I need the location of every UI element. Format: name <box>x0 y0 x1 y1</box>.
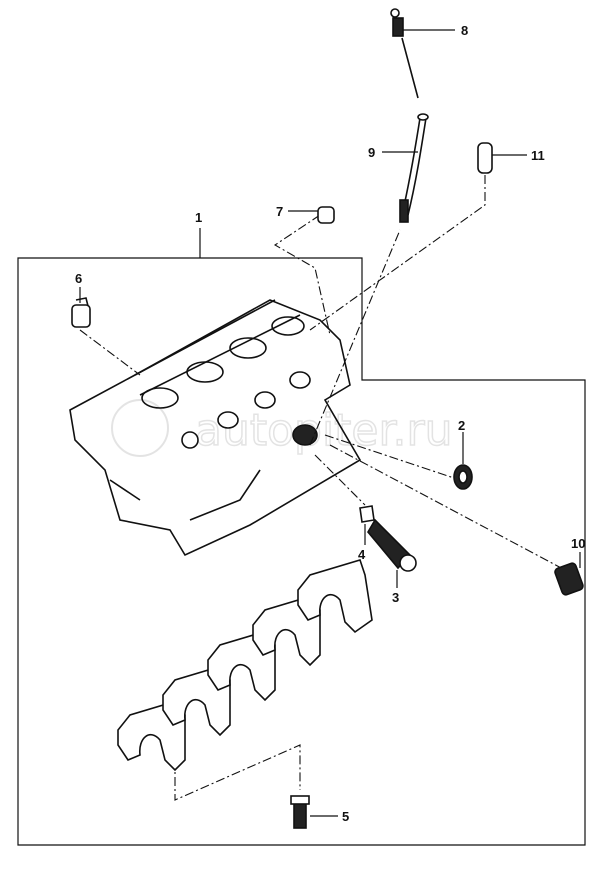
part-11-pin <box>477 142 493 174</box>
cylinder-block <box>69 299 362 557</box>
part-4-ball <box>359 505 375 523</box>
callout-7: 7 <box>276 204 283 219</box>
part-7-plug <box>317 206 335 224</box>
callout-4: 4 <box>358 547 366 562</box>
callout-10: 10 <box>571 536 585 551</box>
callout-8: 8 <box>461 23 468 38</box>
callout-3: 3 <box>392 590 399 605</box>
callout-5: 5 <box>342 809 349 824</box>
callout-2: 2 <box>458 418 465 433</box>
assembly-frame <box>17 257 586 846</box>
part-6-plug <box>71 297 91 328</box>
part-3-valve <box>367 518 417 572</box>
callout-1: 1 <box>195 210 202 225</box>
callout-9: 9 <box>368 145 375 160</box>
part-8-dipstick-handle <box>390 8 419 99</box>
part-9-dipstick-guide <box>399 113 429 223</box>
part-2-seal <box>453 464 473 490</box>
callout-11: 11 <box>531 148 545 163</box>
part-5-bolt <box>290 795 310 829</box>
callout-6: 6 <box>75 271 82 286</box>
part-10-sleeve <box>554 562 584 596</box>
bearing-caps <box>117 559 373 772</box>
